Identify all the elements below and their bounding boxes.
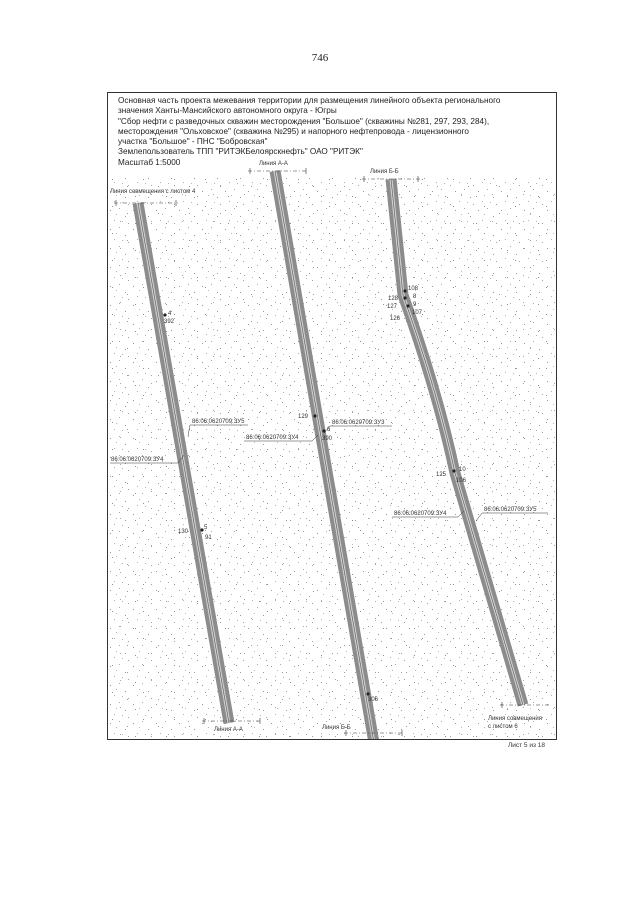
header-line: "Сбор нефти с разведочных скважин местор… <box>118 116 490 126</box>
match-line-sheet-6-label: Линия совмещения <box>488 716 542 722</box>
point-number: 4 <box>168 311 172 317</box>
survey-points-corridor-1: 4 392 130 5 91 <box>163 311 212 541</box>
point-number: 306 <box>368 697 379 703</box>
section-aa-top-label: Линия А-А <box>259 161 288 167</box>
parcel-label-1: 86:06:0620709:ЗУ5 <box>187 419 248 437</box>
point-number: 390 <box>322 436 333 442</box>
point-number: 5 <box>204 525 208 531</box>
point-number: 108 <box>408 286 419 292</box>
point-number: 128 <box>388 296 399 302</box>
section-aa-bottom-label: Линия А-А <box>214 727 243 733</box>
parcel-number: 86:06:0620709:ЗУ5 <box>484 507 537 513</box>
header-line: Землепользователь ТПП "РИТЭКБелоярскнефт… <box>118 147 363 157</box>
point-number: 107 <box>412 310 423 316</box>
point-number: 130 <box>178 529 189 535</box>
match-line-sheet-6-label: с листом 6 <box>488 724 518 730</box>
header-line: Масштаб 1:5000 <box>118 157 181 167</box>
match-line-sheet-4-label: Линия совмещения с листом 4 <box>110 189 196 195</box>
section-line-aa-top: Линия А-А <box>248 161 308 174</box>
section-line-bb-bottom: Линия Б-Б <box>322 725 404 736</box>
parcel-number: 86:06:0620709:ЗУ4 <box>111 457 164 463</box>
page-number: 746 <box>311 52 329 64</box>
parcel-label-5: 86:06:0620709:ЗУ4 <box>392 510 465 518</box>
point-number: 106 <box>456 478 467 484</box>
section-bb-top-label: Линия Б-Б <box>370 169 399 175</box>
parcel-label-2: 86:06:0620709:ЗУ4 <box>110 454 185 464</box>
survey-points-corridor-3: 128 127 126 108 8 9 107 125 10 106 <box>387 286 467 484</box>
point-number: 8 <box>413 294 417 300</box>
terrain-texture <box>108 178 556 739</box>
header-line: Основная часть проекта межевания террито… <box>118 96 501 105</box>
point-number: 126 <box>390 316 401 322</box>
point-number: 125 <box>436 472 447 478</box>
match-line-sheet-6: Линия совмещения с листом 6 <box>488 702 550 730</box>
point-number: 91 <box>205 535 212 541</box>
pipeline-corridor-3 <box>385 178 529 707</box>
survey-points-corridor-2: 129 6 390 306 <box>298 414 379 703</box>
pipeline-corridor-1 <box>132 202 235 724</box>
pipeline-corridor-2 <box>269 170 379 739</box>
map-drawing: Линия совмещения с листом 4 Линия А-А Ли… <box>108 161 556 739</box>
parcel-number: 86:06:0620709:ЗУ3 <box>332 420 385 426</box>
header-line: значения Ханты-Мансийского автономного о… <box>118 106 337 116</box>
header-line: участка "Большое" - ПНС "Бобровская" <box>118 137 268 147</box>
point-number: 127 <box>387 304 398 310</box>
point-number: 129 <box>298 414 309 420</box>
parcel-number: 86:06:0620709:ЗУ4 <box>246 435 299 441</box>
section-line-bb-top: Линия Б-Б <box>362 169 420 182</box>
sheet-number: Лист 5 из 18 <box>508 742 545 749</box>
parcel-number: 86:06:0620709:ЗУ5 <box>192 419 245 425</box>
parcel-number: 86:06:0620709:ЗУ4 <box>394 511 447 517</box>
header-line: месторождения "Ольховское" (скважина №29… <box>118 126 469 136</box>
match-line-sheet-4: Линия совмещения с листом 4 <box>110 189 196 206</box>
parcel-label-6: 86:06:0620709:ЗУ5 <box>475 507 548 522</box>
point-number: 392 <box>164 319 175 325</box>
map-header: Основная часть проекта межевания террито… <box>118 96 548 168</box>
section-line-aa-bottom: Линия А-А <box>202 718 262 733</box>
section-bb-bottom-label: Линия Б-Б <box>322 725 351 731</box>
map-sheet: Основная часть проекта межевания террито… <box>107 92 557 740</box>
point-number: 10 <box>459 467 466 473</box>
point-number: 6 <box>327 427 331 433</box>
parcel-label-4: 86:06:0620709:ЗУ4 <box>244 434 319 442</box>
point-number: 9 <box>413 302 417 308</box>
